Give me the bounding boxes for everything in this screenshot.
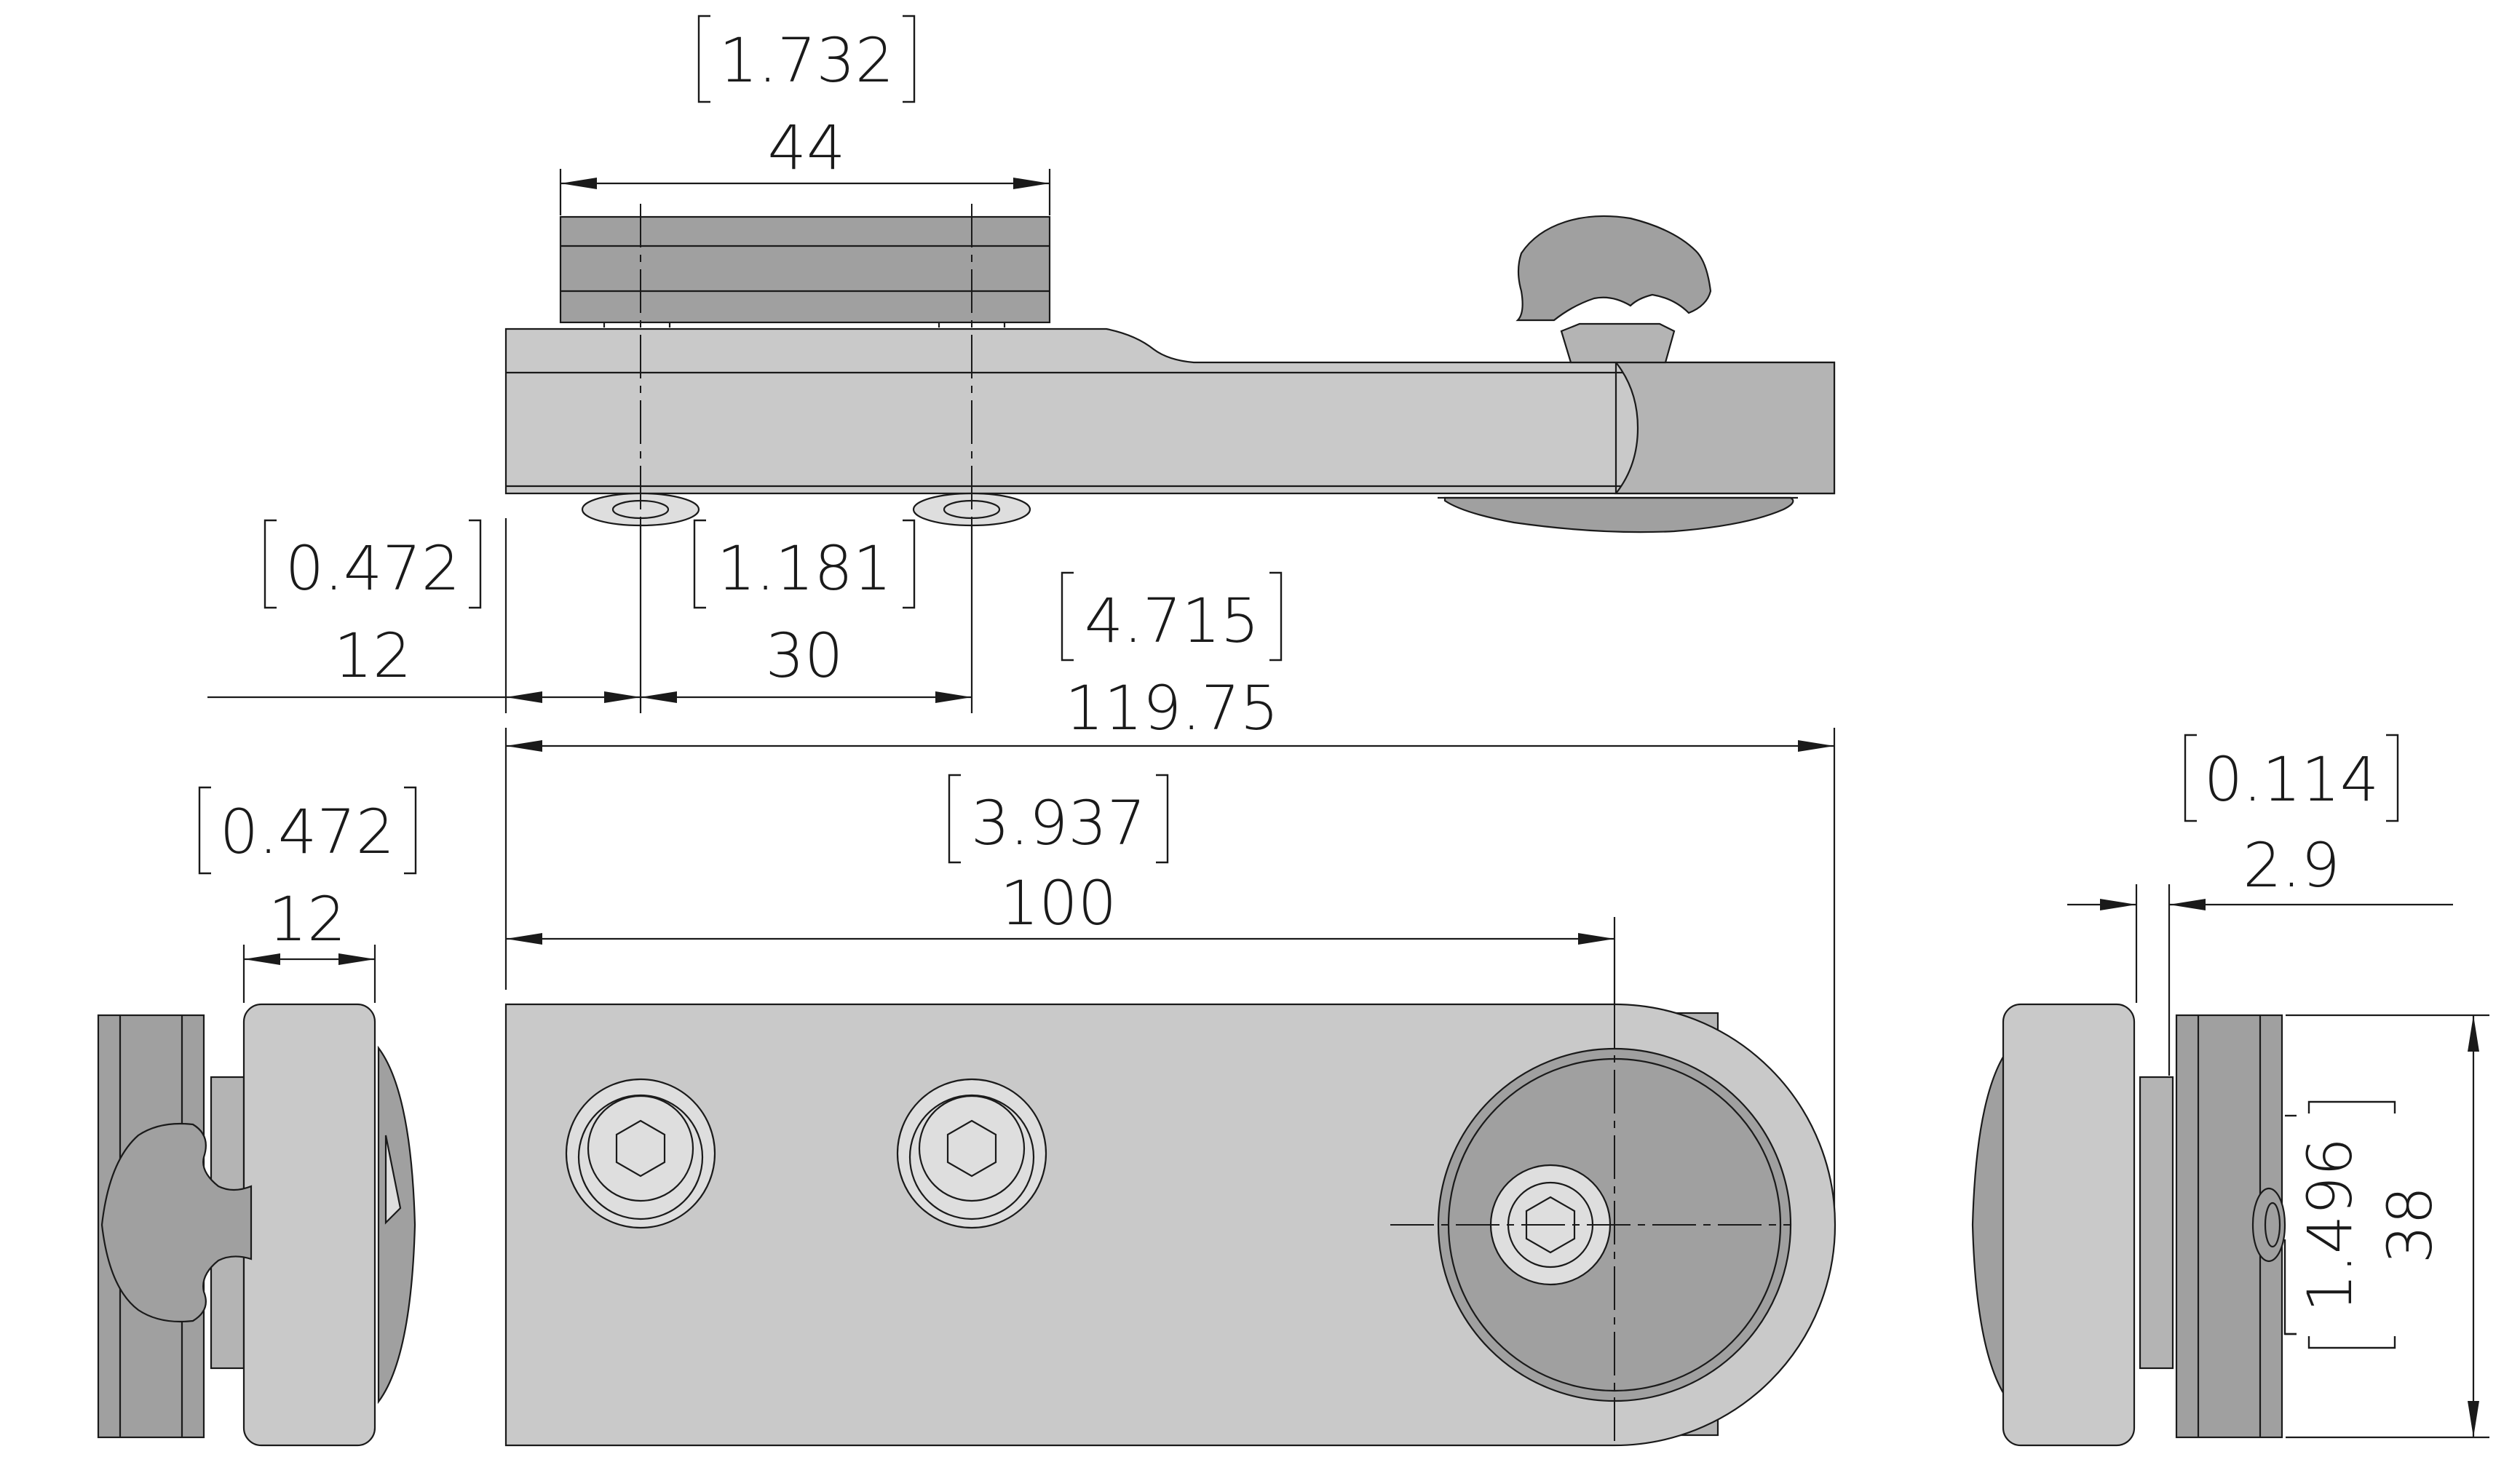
knob-hex-nut (1560, 322, 1676, 364)
top-view (504, 204, 1836, 533)
dim-12-top-inch: 0.472 (285, 533, 460, 604)
dim-100-mm: 100 (1000, 867, 1117, 939)
right-view (1971, 1003, 2286, 1447)
dim-119-inch: 4.715 (1085, 585, 1259, 656)
wheel-profile-right (1971, 1045, 2010, 1405)
dimension-38: 1.496 38 (2283, 1014, 2489, 1439)
dim-12-top-mm: 12 (334, 620, 412, 691)
dimension-30: 1.181 30 (639, 519, 973, 713)
dimension-2-9: 0.114 2.9 (2067, 734, 2453, 1076)
clamp-block (559, 215, 1051, 324)
wheel-profile-left (377, 1045, 416, 1405)
dim-12-side-mm: 12 (269, 884, 346, 955)
dim-44-inch: 1.732 (719, 25, 894, 96)
arm-body (504, 327, 1836, 495)
dim-30-inch: 1.181 (717, 533, 892, 604)
dimension-12-top: 0.472 12 (207, 518, 641, 713)
socket-screw-left (565, 1078, 716, 1229)
socket-screw-right (896, 1078, 1047, 1229)
side-body-left (242, 1003, 376, 1447)
dim-30-mm: 30 (766, 620, 844, 691)
dim-119-mm: 119.75 (1065, 672, 1279, 744)
dim-2-9-inch: 0.114 (2204, 744, 2379, 815)
dim-100-inch: 3.937 (971, 787, 1146, 859)
t-knob-side (100, 1122, 253, 1323)
dim-38-mm: 38 (2374, 1186, 2446, 1264)
dimension-44: 1.732 44 (559, 15, 1051, 215)
t-knob (1515, 215, 1712, 322)
wheel-profile-bottom (1443, 496, 1794, 533)
dim-12-side-inch: 0.472 (220, 796, 395, 867)
dim-38-inch: 1.496 (2294, 1137, 2366, 1312)
dimension-100: 3.937 100 (506, 774, 1616, 1008)
arm-end-cap (1614, 361, 1836, 495)
left-view (97, 1003, 416, 1447)
dimension-12-side: 0.472 12 (198, 786, 417, 1003)
front-view (504, 1003, 1836, 1447)
dim-44-mm: 44 (768, 112, 846, 183)
dimension-119-75: 4.715 119.75 (504, 571, 1836, 1223)
side-body-right (2002, 1003, 2136, 1447)
dim-2-9-mm: 2.9 (2243, 830, 2340, 901)
